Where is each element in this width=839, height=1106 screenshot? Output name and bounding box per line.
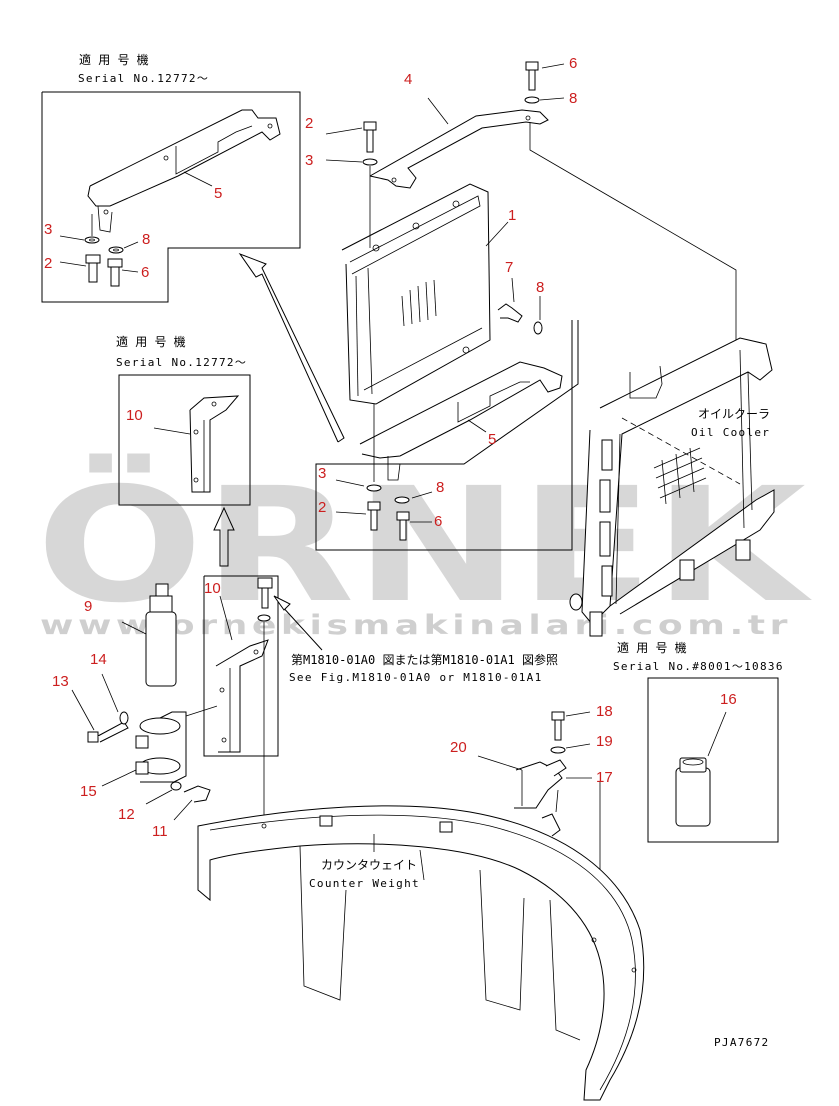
callout-19: 19	[596, 733, 613, 750]
inset-bracket-serial: 適 用 号 機 Serial No.12772～ 5 3 8 2 6	[41, 52, 301, 303]
bracket-10-group: 10 第M1810-01A0 図または第M1810-01A1 図参照 See F…	[203, 575, 558, 826]
callout-2-inset: 2	[44, 255, 52, 272]
counterweight-en: Counter Weight	[309, 877, 420, 890]
callout-11: 11	[152, 823, 168, 840]
see-fig-en: See Fig.M1810-01A0 or M1810-01A1	[289, 671, 543, 684]
counterweight: カウンタウェイト Counter Weight	[197, 805, 645, 1101]
callout-14: 14	[90, 651, 107, 668]
callout-20: 20	[450, 739, 467, 756]
inset2-title-jp: 適 用 号 機	[116, 334, 186, 349]
inset-filter-16: 適 用 号 機 Serial No.#8001～10836 16	[613, 640, 784, 843]
callout-8-main: 8	[436, 479, 444, 496]
arrow-up	[213, 506, 235, 567]
accumulator-group: 9 15 13 14 12 11	[52, 583, 237, 840]
callout-13: 13	[52, 673, 69, 690]
oil-cooler-en: Oil Cooler	[691, 426, 770, 439]
drawing-code: PJA7672	[714, 1036, 769, 1049]
callout-3-main: 3	[318, 465, 326, 482]
arrow-to-inset	[238, 252, 345, 443]
inset-serial: Serial No.12772～	[78, 72, 209, 85]
callout-15: 15	[80, 783, 97, 800]
inset2-serial: Serial No.12772～	[116, 356, 247, 369]
oil-cooler-jp: オイルクーラ	[698, 407, 770, 421]
callout-8-top: 8	[569, 90, 577, 107]
callout-6-main: 6	[434, 513, 442, 530]
see-fig-jp: 第M1810-01A0 図または第M1810-01A1 図参照	[291, 652, 558, 667]
callout-8-inset: 8	[142, 231, 150, 248]
callout-2-main: 2	[318, 499, 326, 516]
callout-5-main: 5	[488, 431, 496, 448]
inset-title-jp: 適 用 号 機	[79, 52, 149, 67]
main-assembly: 6 8 4 2 3 1	[305, 55, 775, 637]
callout-12: 12	[118, 806, 135, 823]
callout-6-inset: 6	[141, 264, 149, 281]
callout-9: 9	[84, 598, 92, 615]
callout-18: 18	[596, 703, 613, 720]
watermark: ÖRNEK www.ornekismakinalari.com.tr	[36, 452, 813, 641]
callout-8-mid: 8	[536, 279, 544, 296]
callout-4: 4	[404, 71, 412, 88]
callout-6-top: 6	[569, 55, 577, 72]
callout-10-main: 10	[204, 580, 221, 597]
callout-16: 16	[720, 691, 737, 708]
callout-2-top: 2	[305, 115, 313, 132]
callout-17: 17	[596, 769, 613, 786]
callout-5-inset: 5	[214, 185, 222, 202]
callout-3-top: 3	[305, 152, 313, 169]
callout-3-inset: 3	[44, 221, 52, 238]
counterweight-jp: カウンタウェイト	[321, 858, 417, 872]
callout-7: 7	[505, 259, 513, 276]
inset3-title-jp: 適 用 号 機	[617, 640, 687, 655]
inset3-serial: Serial No.#8001～10836	[613, 660, 784, 673]
callout-10-inset: 10	[126, 407, 143, 424]
core-hatching	[401, 279, 437, 327]
callout-1: 1	[508, 207, 516, 224]
cooler-mesh	[653, 447, 707, 505]
inset-bracket-10: 適 用 号 機 Serial No.12772～ 10	[116, 334, 251, 506]
